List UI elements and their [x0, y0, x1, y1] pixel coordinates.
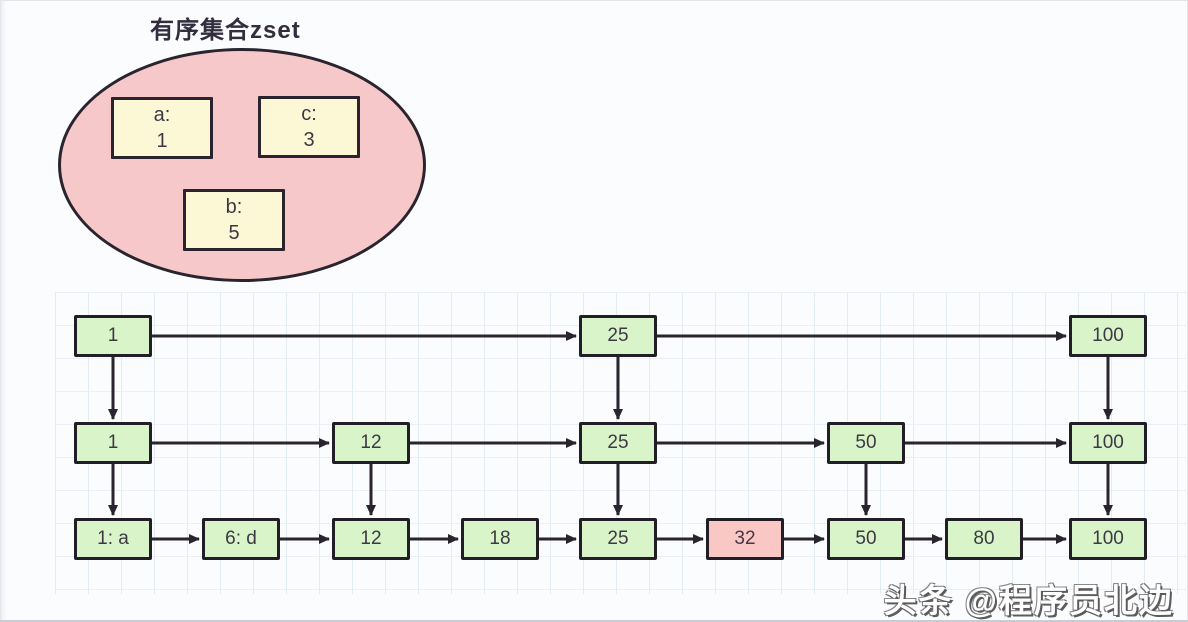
watermark: 头条 @程序员北边	[883, 582, 1174, 619]
skiplist-node: 6: d	[202, 518, 280, 560]
page-title: 有序集合zset	[150, 17, 301, 44]
member-key: a:	[153, 104, 171, 126]
zset-member-a: a: 1	[111, 97, 213, 159]
member-key: b:	[225, 196, 243, 218]
skiplist-node: 100	[1069, 315, 1147, 357]
skiplist-node: 50	[827, 518, 905, 560]
skiplist-node: 25	[579, 315, 657, 357]
member-key: c:	[301, 103, 317, 125]
skiplist-node: 1	[74, 422, 152, 464]
skiplist-node: 1: a	[74, 518, 152, 560]
bottom-edge-divider	[0, 620, 1188, 622]
skiplist-node: 50	[827, 422, 905, 464]
skiplist-node: 100	[1069, 422, 1147, 464]
zset-member-c: c: 3	[258, 96, 360, 158]
skiplist-node: 12	[332, 422, 410, 464]
member-score: 5	[228, 222, 240, 244]
skiplist-node: 32	[706, 518, 784, 560]
skiplist-node: 80	[945, 518, 1023, 560]
skiplist-node: 25	[579, 422, 657, 464]
member-score: 1	[156, 130, 168, 152]
skiplist-node: 1	[74, 315, 152, 357]
skiplist-node: 18	[461, 518, 539, 560]
skiplist-node: 100	[1069, 518, 1147, 560]
skiplist-node: 12	[332, 518, 410, 560]
member-score: 3	[303, 129, 315, 151]
skiplist-node: 25	[579, 518, 657, 560]
zset-member-b: b: 5	[183, 189, 285, 251]
